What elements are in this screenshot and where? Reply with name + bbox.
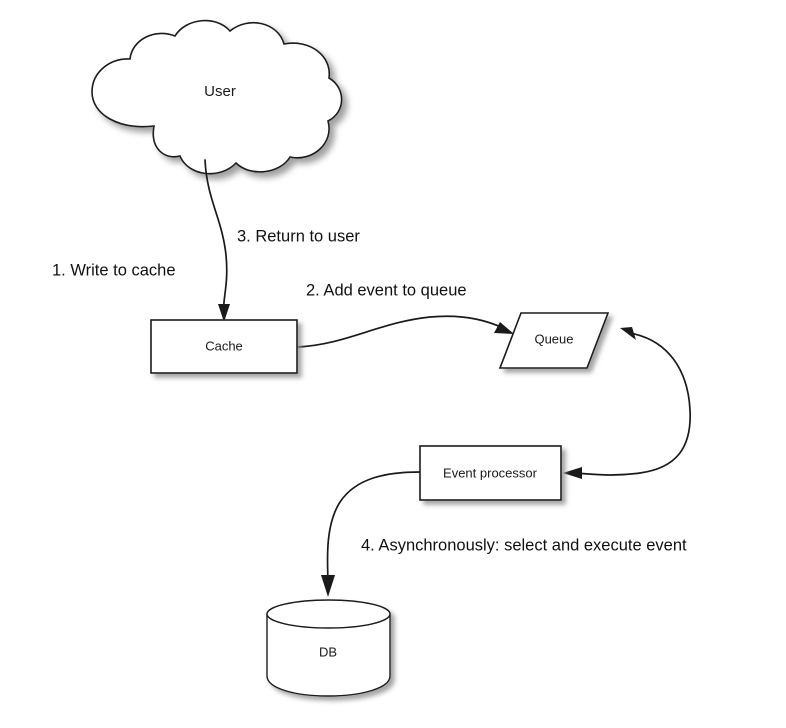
edge-user-to-cache-arrowhead xyxy=(218,304,230,322)
node-queue[interactable]: Queue xyxy=(498,312,610,369)
edge-event-processor-to-db xyxy=(321,471,421,597)
edge-queue-to-event-processor xyxy=(563,327,691,479)
edge-cache-to-queue-arrowhead xyxy=(494,322,514,334)
edge-user-to-cache-path xyxy=(204,159,228,314)
node-db-label: DB xyxy=(319,644,337,659)
node-user-label: User xyxy=(204,83,236,100)
node-event-processor[interactable]: Event processor xyxy=(419,445,562,501)
edge-event-processor-arrowhead xyxy=(563,467,582,479)
edge-queue-loop-path xyxy=(574,332,691,476)
edge-label-add-event-to-queue: 2. Add event to queue xyxy=(306,281,467,299)
event-processor-rect-shape xyxy=(419,445,562,501)
node-cache-label: Cache xyxy=(205,338,243,353)
node-user[interactable]: User xyxy=(91,19,343,175)
edge-event-processor-to-db-arrowhead xyxy=(321,575,335,597)
node-queue-label: Queue xyxy=(534,331,573,346)
edge-label-return-to-user: 3. Return to user xyxy=(237,227,360,245)
cache-rect-shape xyxy=(150,319,298,374)
user-cloud-shape xyxy=(91,19,343,175)
edge-label-write-to-cache: 1. Write to cache xyxy=(52,261,176,279)
edge-user-to-cache xyxy=(204,159,230,322)
edge-queue-arrowhead xyxy=(620,327,636,340)
node-event-processor-label: Event processor xyxy=(443,465,538,480)
edge-cache-to-queue-path xyxy=(296,315,504,348)
edge-cache-to-queue xyxy=(296,315,514,348)
node-db[interactable]: DB xyxy=(266,599,391,697)
edge-event-processor-to-db-path xyxy=(326,471,421,581)
node-cache[interactable]: Cache xyxy=(150,319,298,374)
db-cylinder-shape xyxy=(266,599,391,697)
queue-parallelogram-shape xyxy=(498,312,610,369)
edge-label-asynchronously-select-execute: 4. Asynchronously: select and execute ev… xyxy=(361,536,687,554)
